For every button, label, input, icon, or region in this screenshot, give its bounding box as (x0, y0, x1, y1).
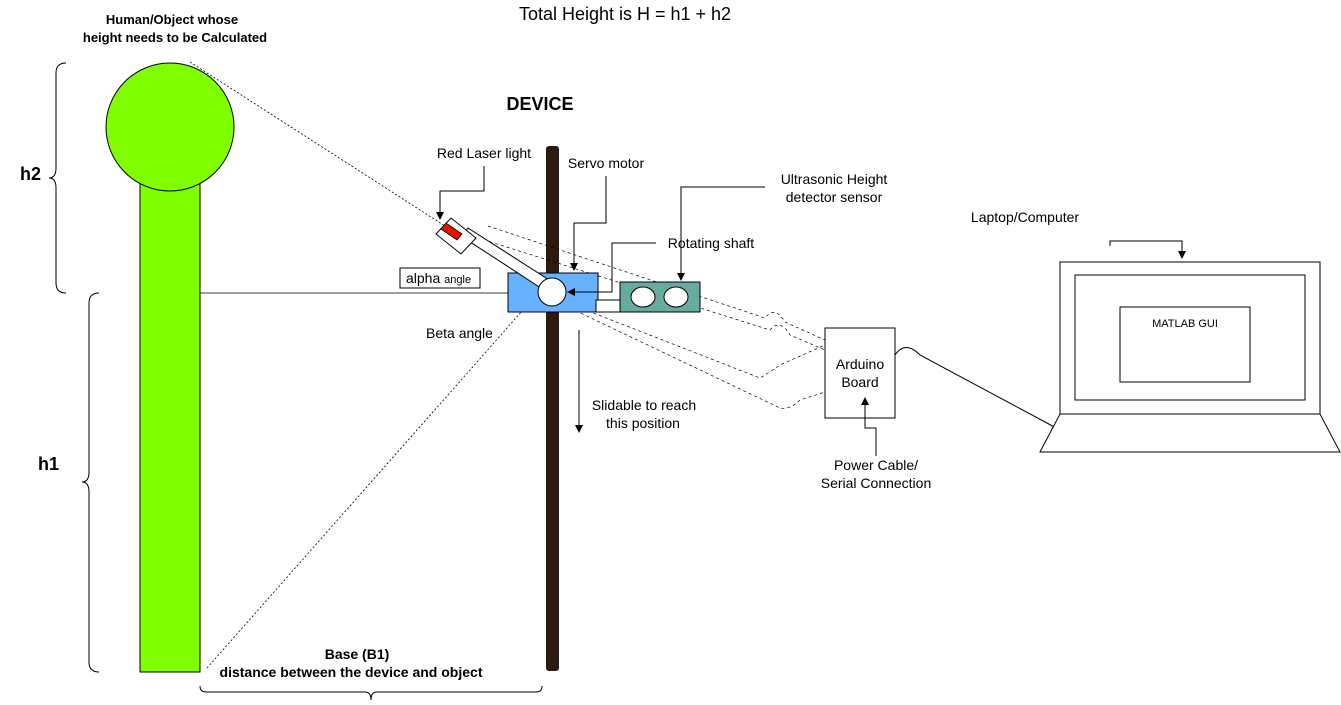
arduino-label-line1: Arduino (836, 356, 884, 372)
alpha-label-box (399, 267, 481, 289)
matlab-gui-window (1119, 306, 1251, 383)
ultrasonic-arrow (677, 186, 765, 281)
ultrasonic-label-line1: Ultrasonic Height (781, 171, 888, 187)
matlab-label: MATLAB GUI (1152, 318, 1218, 330)
shaft-label: Rotating shaft (668, 235, 754, 251)
laptop-label: Laptop/Computer (971, 209, 1080, 225)
base-label: Base (B1) (325, 646, 390, 662)
sensor-connector (595, 299, 621, 313)
laptop-base (1039, 413, 1341, 453)
servo-arrow (570, 176, 607, 271)
slidable-label-line1: Slidable to reach (592, 397, 696, 413)
laser-cable (477, 237, 826, 351)
ultrasonic-transducer-right (663, 286, 689, 308)
power-label-line2: Serial Connection (821, 475, 932, 491)
beta-reference-line (206, 301, 531, 669)
arduino-laptop-cable (894, 347, 1061, 431)
object-body (139, 177, 201, 673)
beta-label: Beta angle (426, 325, 493, 341)
sensor-cable (569, 307, 826, 409)
arduino-board (824, 327, 896, 419)
base-brace (199, 685, 543, 701)
red-laser-light (440, 222, 463, 241)
h2-label: h2 (20, 164, 41, 184)
h2-brace (48, 62, 67, 294)
page-title: Total Height is H = h1 + h2 (519, 4, 731, 24)
h1-brace (81, 292, 100, 673)
ultrasonic-transducer-left (630, 286, 656, 308)
power-arrow (861, 397, 877, 456)
servo-label: Servo motor (568, 155, 645, 171)
object-label-line2: height needs to be Calculated (83, 30, 267, 45)
base-description: distance between the device and object (220, 664, 483, 680)
laser-to-head-line (189, 61, 449, 229)
shaft-arrow (567, 242, 656, 296)
object-label-line1: Human/Object whose (106, 12, 238, 27)
object-head (105, 62, 235, 192)
arduino-label-line2: Board (841, 374, 878, 390)
h1-label: h1 (38, 454, 59, 474)
laser-arrow (436, 166, 485, 220)
alpha-label: alpha angle (406, 270, 471, 286)
laser-label: Red Laser light (437, 145, 531, 161)
ultrasonic-label-line2: detector sensor (786, 189, 883, 205)
slidable-label-line2: this position (606, 415, 680, 431)
power-label-line1: Power Cable/ (834, 457, 918, 473)
rotating-shaft (537, 277, 567, 307)
device-pole (546, 146, 559, 671)
device-label: DEVICE (506, 94, 573, 114)
laptop-arrow (1109, 240, 1186, 259)
